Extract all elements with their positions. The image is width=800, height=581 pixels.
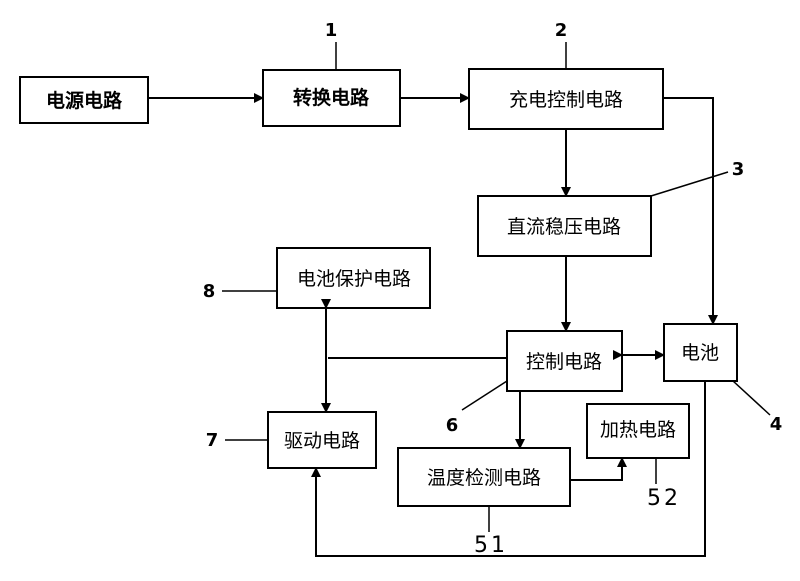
ref-8: 8 (203, 281, 216, 302)
control-circuit-block: 控制电路 (506, 330, 623, 392)
battery-protect-block: 电池保护电路 (276, 247, 431, 309)
leader-6 (461, 380, 508, 411)
charge-control-block: 充电控制电路 (468, 68, 664, 130)
ref-6: 6 (446, 415, 459, 436)
ref-4: 4 (770, 414, 783, 435)
power-circuit-label: 电源电路 (46, 89, 123, 112)
battery-label: 电池 (681, 342, 719, 364)
ref-7: 7 (206, 430, 219, 451)
leader-3 (650, 171, 729, 197)
temp-detect-label: 温度检测电路 (427, 467, 541, 489)
arrow-temp-to-heating (570, 457, 627, 481)
dc-regulator-label: 直流稳压电路 (507, 216, 621, 238)
leader-4 (732, 380, 771, 416)
power-circuit-block: 电源电路 (19, 76, 149, 124)
ref-52: 52 (647, 486, 681, 511)
battery-protect-label: 电池保护电路 (297, 268, 411, 290)
charge-control-label: 充电控制电路 (509, 89, 623, 111)
drive-circuit-block: 驱动电路 (267, 411, 377, 469)
control-circuit-label: 控制电路 (526, 351, 602, 373)
arrow-battery-to-drive (311, 381, 706, 557)
ref-1: 1 (325, 20, 338, 41)
ref-51: 51 (474, 533, 508, 558)
ref-3: 3 (732, 159, 745, 180)
heating-circuit-label: 加热电路 (600, 419, 676, 441)
dc-regulator-block: 直流稳压电路 (477, 195, 652, 257)
arrow-charge-to-battery (663, 97, 718, 325)
battery-block: 电池 (663, 323, 738, 382)
convert-circuit-block: 转换电路 (262, 69, 401, 127)
ref-2: 2 (555, 20, 568, 41)
temp-detect-block: 温度检测电路 (397, 447, 571, 507)
drive-circuit-label: 驱动电路 (284, 430, 360, 452)
heating-circuit-block: 加热电路 (586, 403, 690, 459)
convert-circuit-label: 转换电路 (293, 86, 370, 109)
